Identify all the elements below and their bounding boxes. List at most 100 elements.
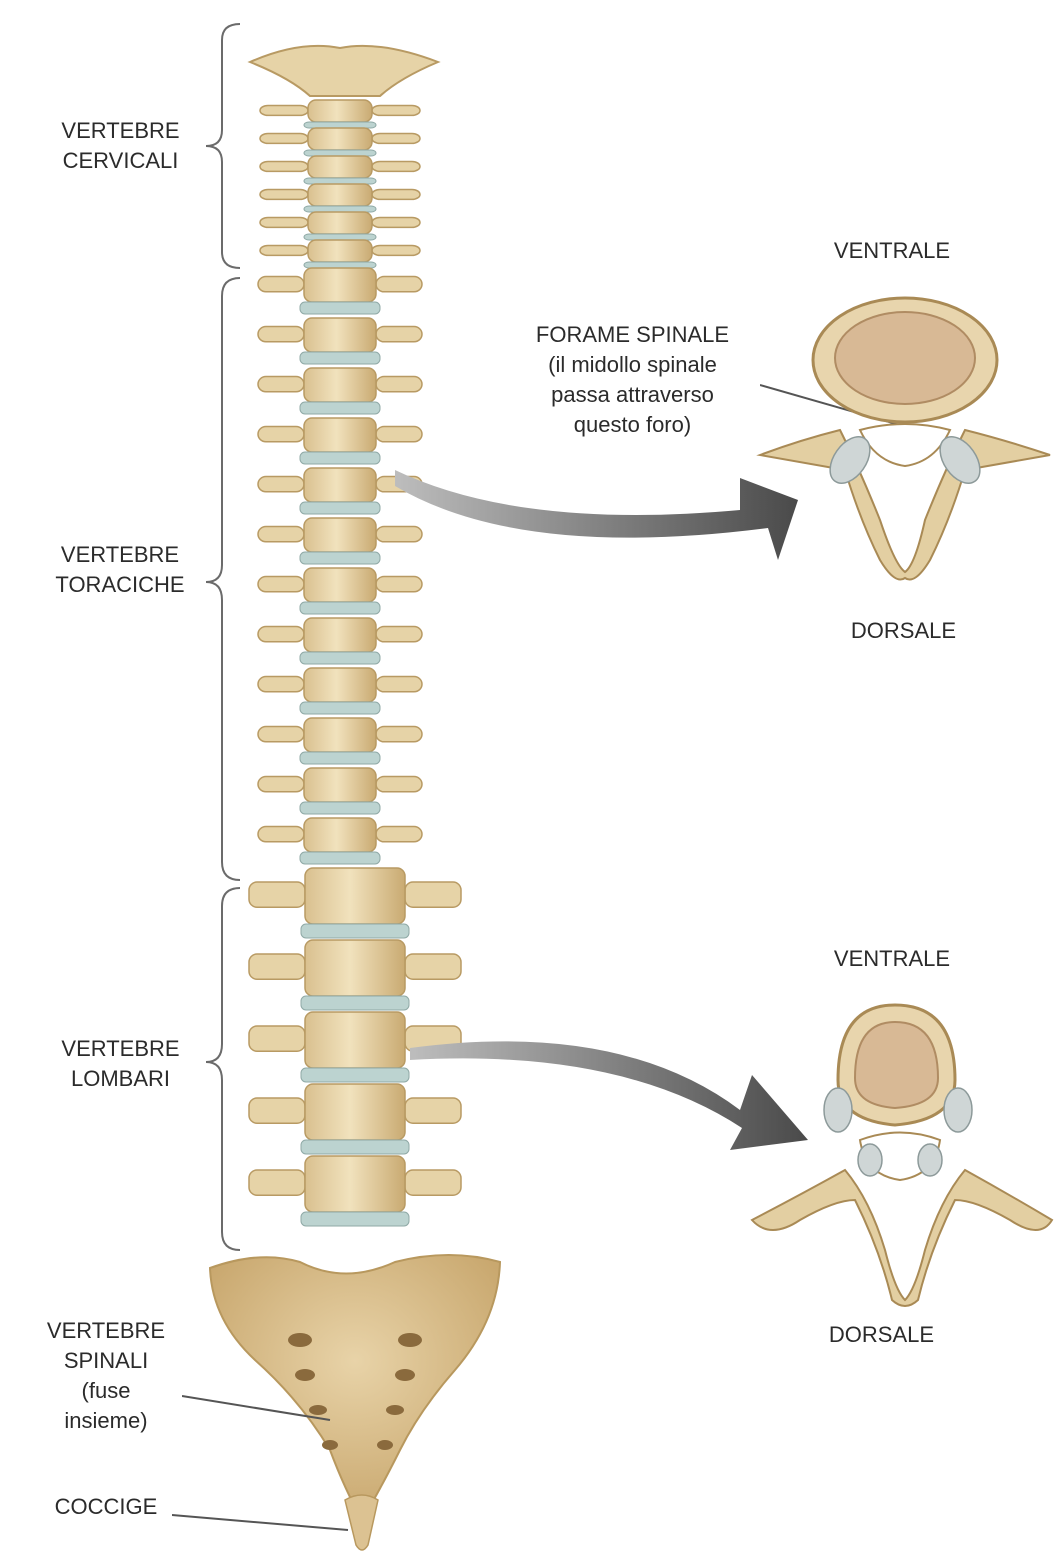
vertebral-body [304,668,376,702]
intervertebral-disc [301,924,409,938]
vertebral-body [304,618,376,652]
intervertebral-disc [301,1140,409,1154]
vertebral-body [308,156,372,178]
brace-cervical [206,24,240,268]
transverse-process [258,627,304,642]
transverse-process [249,954,305,979]
intervertebral-disc [304,178,376,184]
intervertebral-disc [300,752,380,764]
transverse-process [372,162,420,172]
intervertebral-disc [301,1068,409,1082]
intervertebral-disc [300,852,380,864]
transverse-process [249,882,305,907]
vertebral-body [305,940,405,996]
transverse-process [376,427,422,442]
transverse-process [376,377,422,392]
transverse-process [258,527,304,542]
vertebral-body [308,240,372,262]
transverse-process [372,218,420,228]
transverse-process [260,246,308,256]
label-coccyx: COCCIGE [40,1492,172,1522]
vertebral-body [308,128,372,150]
transverse-process [376,727,422,742]
vertebral-body [304,768,376,802]
transverse-process [372,106,420,116]
intervertebral-disc [304,234,376,240]
leader-coccyx [172,1515,348,1530]
vertebral-body [305,1012,405,1068]
label-bottom-ventral: VENTRALE [812,944,972,974]
transverse-process [376,527,422,542]
vertebral-body [304,468,376,502]
intervertebral-disc [304,206,376,212]
vertebral-body [305,868,405,924]
intervertebral-disc [300,602,380,614]
transverse-process [260,190,308,200]
intervertebral-disc [300,802,380,814]
intervertebral-disc [301,996,409,1010]
transverse-process [258,777,304,792]
lumbar-vertebra-top-view [752,1005,1052,1306]
transverse-process [258,327,304,342]
arrow-lumbar [410,1041,808,1150]
transverse-process [372,190,420,200]
transverse-process [376,777,422,792]
intervertebral-disc [304,150,376,156]
intervertebral-disc [300,652,380,664]
intervertebral-disc [300,502,380,514]
transverse-process [258,477,304,492]
transverse-process [376,327,422,342]
vertebral-body [304,418,376,452]
vertebral-body [308,212,372,234]
transverse-process [249,1170,305,1195]
transverse-process [258,277,304,292]
transverse-process [376,827,422,842]
transverse-process [258,377,304,392]
vertebral-body [304,268,376,302]
transverse-process [405,882,461,907]
transverse-process [376,277,422,292]
vertebral-body [305,1156,405,1212]
intervertebral-disc [300,302,380,314]
label-top-ventral: VENTRALE [812,236,972,266]
vertebral-body [304,568,376,602]
transverse-process [260,106,308,116]
vertebral-body [308,100,372,122]
vertebral-body [305,1084,405,1140]
vertebral-body [304,318,376,352]
vertebral-body [304,368,376,402]
intervertebral-disc [300,402,380,414]
transverse-process [372,134,420,144]
intervertebral-disc [300,352,380,364]
transverse-process [405,1170,461,1195]
intervertebral-disc [300,702,380,714]
intervertebral-disc [304,262,376,268]
transverse-process [405,1098,461,1123]
transverse-process [260,134,308,144]
transverse-process [372,246,420,256]
transverse-process [405,954,461,979]
transverse-process [258,727,304,742]
transverse-process [258,677,304,692]
intervertebral-disc [304,122,376,128]
transverse-process [376,577,422,592]
brace-thoracic [206,278,240,880]
transverse-process [258,427,304,442]
intervertebral-disc [300,452,380,464]
vertebral-body [304,718,376,752]
brace-lumbar [206,888,240,1250]
transverse-process [376,627,422,642]
transverse-process [258,577,304,592]
label-foramen: FORAME SPINALE(il midollo spinale passa … [505,318,760,450]
transverse-process [249,1098,305,1123]
intervertebral-disc [300,552,380,564]
label-bottom-dorsal: DORSALE [804,1320,959,1350]
transverse-process [260,162,308,172]
sacrum [210,1255,500,1550]
vertebral-body [308,184,372,206]
vertebral-body [304,818,376,852]
atlas-vertebra [250,46,438,96]
